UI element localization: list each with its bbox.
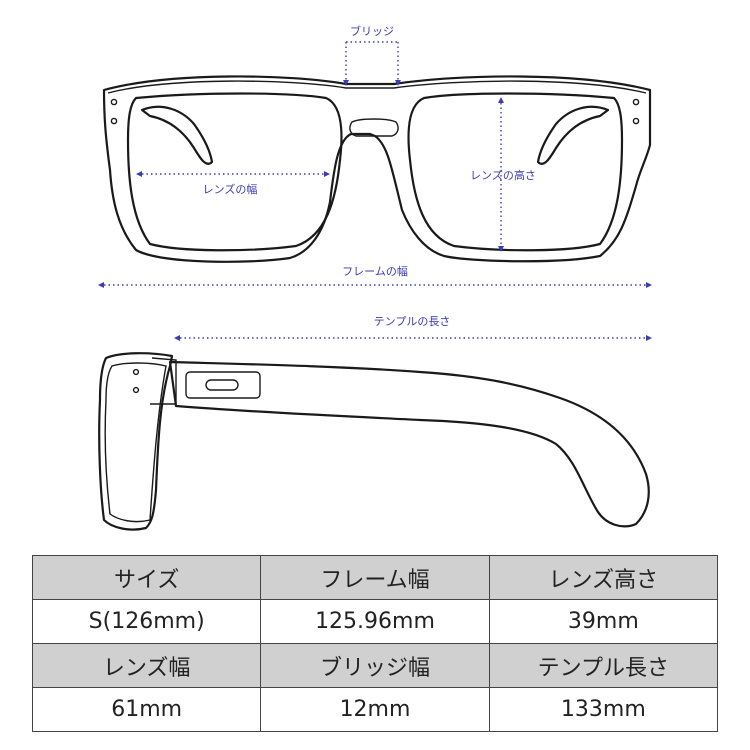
sunglasses-dimension-diagram: ブリッジ レンズの幅 レンズの高さ フレームの幅 テンプルの長さ <box>98 24 652 531</box>
spec-table: サイズ フレーム幅 レンズ高さ S(126mm) 125.96mm 39mm レ… <box>31 555 719 732</box>
side-lens-front <box>98 352 174 531</box>
spec-value-lens-height: 39mm <box>488 599 719 644</box>
frame-width-dimension: フレームの幅 <box>98 265 652 288</box>
side-hinge-block <box>150 357 177 405</box>
side-temple-arm <box>168 360 650 528</box>
spec-header-lens-width: レンズ幅 <box>31 643 262 688</box>
spec-header-lens-height: レンズ高さ <box>488 555 719 600</box>
temple-length-label: テンプルの長さ <box>374 315 451 328</box>
spec-value-size: S(126mm) <box>31 599 262 644</box>
right-lens <box>407 92 624 252</box>
left-rivet-top <box>110 98 118 106</box>
side-logo-emblem <box>205 379 239 391</box>
spec-value-lens-width: 61mm <box>31 687 262 732</box>
bridge-inner <box>349 118 399 137</box>
front-top-bar-line <box>107 80 647 94</box>
spec-header-bridge-width: ブリッジ幅 <box>260 643 490 688</box>
left-lens <box>126 92 343 252</box>
lens-width-dimension: レンズの幅 <box>136 171 330 196</box>
spec-header-size: サイズ <box>31 555 262 600</box>
side-rivet-bottom <box>132 386 140 394</box>
lens-height-label: レンズの高さ <box>470 168 536 182</box>
bridge-label: ブリッジ <box>350 24 394 38</box>
lens-width-label: レンズの幅 <box>203 182 258 196</box>
spec-value-temple-length: 133mm <box>488 687 719 732</box>
spec-header-row-1: サイズ フレーム幅 レンズ高さ <box>31 555 719 600</box>
spec-header-temple-length: テンプル長さ <box>488 643 719 688</box>
spec-value-row-1: S(126mm) 125.96mm 39mm <box>31 599 719 644</box>
spec-header-row-2: レンズ幅 ブリッジ幅 テンプル長さ <box>31 643 719 688</box>
spec-header-frame-width: フレーム幅 <box>260 555 490 600</box>
spec-value-bridge-width: 12mm <box>260 687 490 732</box>
left-temple-arm-front <box>140 105 214 165</box>
side-logo-plate <box>185 371 261 399</box>
side-rivet-top <box>132 368 140 376</box>
bridge-dimension: ブリッジ <box>343 24 401 86</box>
right-rivet-top <box>632 98 640 106</box>
spec-value-frame-width: 125.96mm <box>260 599 490 644</box>
lens-height-dimension: レンズの高さ <box>470 97 536 252</box>
temple-length-dimension: テンプルの長さ <box>174 315 652 341</box>
side-lens-inner <box>104 362 167 523</box>
frame-width-label: フレームの幅 <box>342 265 408 278</box>
spec-value-row-2: 61mm 12mm 133mm <box>31 687 719 732</box>
right-temple-arm-front <box>536 105 610 165</box>
right-rivet-bottom <box>632 117 640 125</box>
left-rivet-bottom <box>110 117 118 125</box>
front-view-glasses <box>102 75 652 263</box>
front-frame-outline <box>102 75 652 263</box>
side-view-glasses <box>98 352 650 531</box>
